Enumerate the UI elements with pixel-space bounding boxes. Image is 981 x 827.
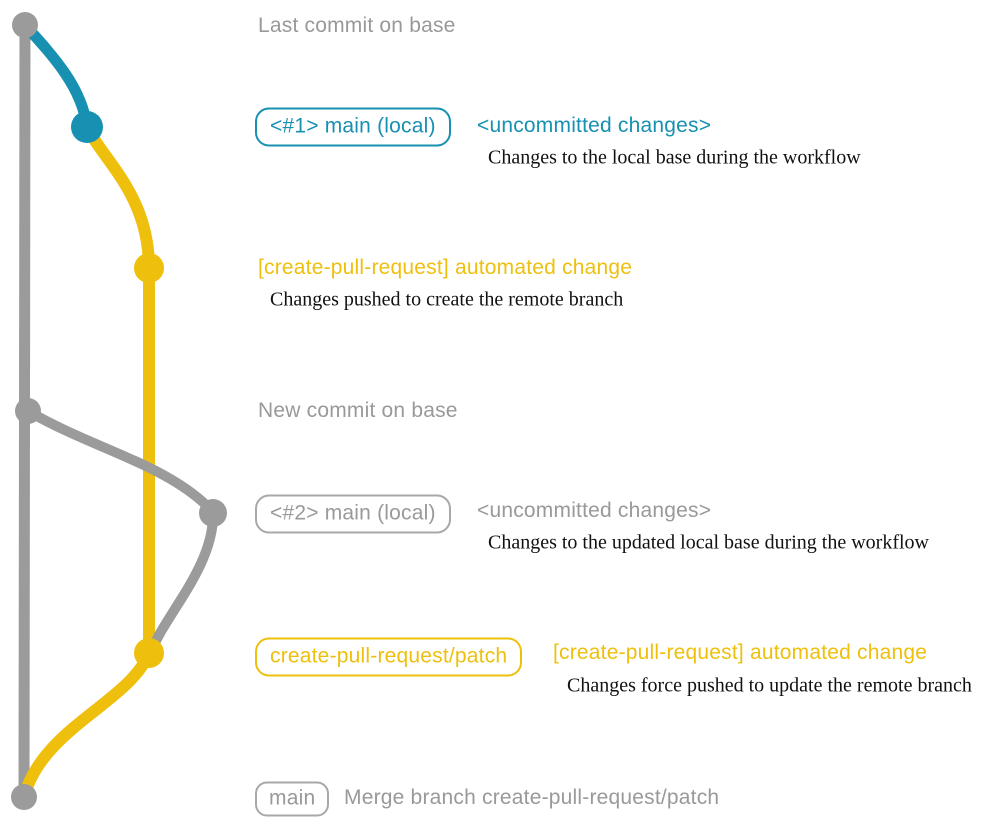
status-uncommitted-changes-1: <uncommitted changes> bbox=[477, 114, 712, 137]
label-automated-change-1: [create-pull-request] automated change bbox=[258, 256, 633, 279]
rebase-line bbox=[147, 511, 219, 652]
label-last-commit-on-base: Last commit on base bbox=[258, 14, 456, 37]
caption-updated-local-base-changes: Changes to the updated local base during… bbox=[488, 531, 929, 554]
commit-dot-local-1 bbox=[71, 111, 103, 143]
commit-dot-patch-1 bbox=[134, 253, 164, 283]
badge-create-pull-request-patch: create-pull-request/patch bbox=[255, 637, 523, 677]
commit-dot-base-top bbox=[12, 12, 38, 38]
commit-dot-base-merge bbox=[11, 784, 37, 810]
commit-dot-local-2 bbox=[199, 499, 227, 527]
badge-main-local-1: <#1> main (local) bbox=[255, 107, 451, 147]
commit-dot-base-new bbox=[15, 398, 41, 424]
caption-local-base-changes: Changes to the local base during the wor… bbox=[488, 146, 861, 169]
label-new-commit-on-base: New commit on base bbox=[258, 399, 458, 422]
updated-local-branch-line bbox=[25, 406, 217, 516]
status-uncommitted-changes-2: <uncommitted changes> bbox=[477, 499, 712, 522]
commit-graph bbox=[11, 12, 227, 810]
label-merge-branch: Merge branch create-pull-request/patch bbox=[344, 786, 720, 809]
commit-dot-patch-2 bbox=[134, 638, 164, 668]
local-branch-line bbox=[20, 21, 93, 128]
badge-main: main bbox=[255, 781, 330, 817]
caption-push-create-branch: Changes pushed to create the remote bran… bbox=[270, 288, 624, 311]
label-automated-change-2: [create-pull-request] automated change bbox=[553, 641, 928, 664]
caption-force-push-update-branch: Changes force pushed to update the remot… bbox=[567, 674, 972, 697]
badge-main-local-2: <#2> main (local) bbox=[255, 494, 451, 534]
